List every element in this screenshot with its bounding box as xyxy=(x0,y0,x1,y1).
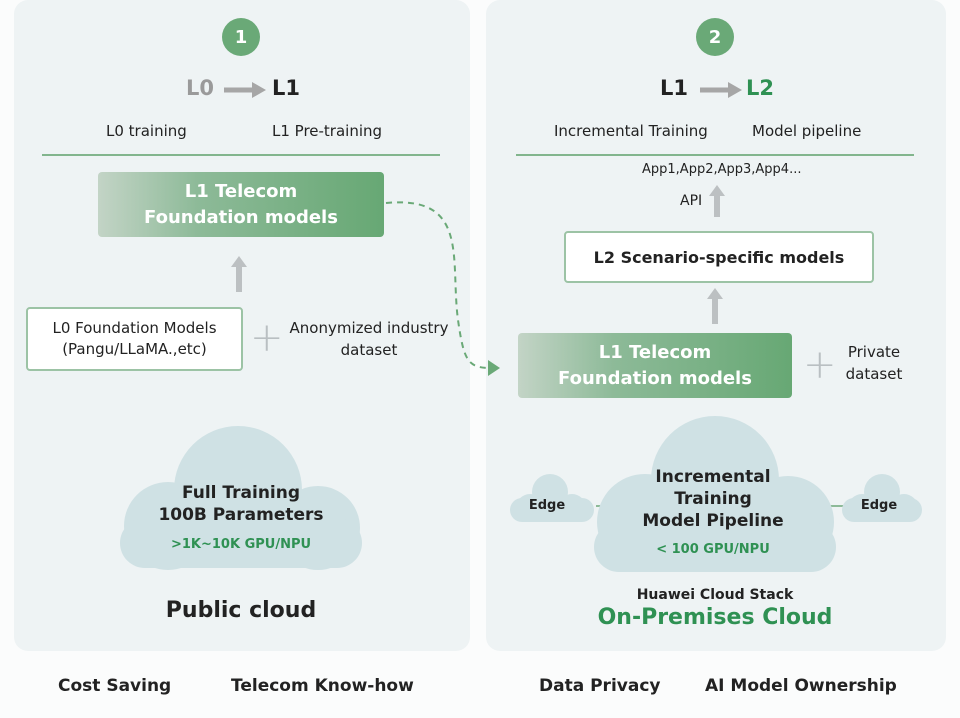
stage-from-label: L0 xyxy=(186,76,214,100)
divider xyxy=(516,154,914,156)
stage-from-label: L1 xyxy=(660,76,688,100)
on-premises-cloud-icon xyxy=(510,416,922,572)
arrow-up-icon xyxy=(709,185,725,217)
cloud-caption: Full Training 100B Parameters xyxy=(130,482,352,526)
cloud-line: 100B Parameters xyxy=(158,505,324,525)
public-cloud-icon xyxy=(120,426,362,570)
stage-to-label: L1 xyxy=(272,76,300,100)
cloud-line: Incremental xyxy=(655,467,771,487)
cloud-name: Public cloud xyxy=(165,598,317,623)
box-line: L2 Scenario-specific models xyxy=(593,247,845,267)
note-line: Private xyxy=(847,343,901,361)
dataset-note: Private dataset xyxy=(838,341,910,385)
cloud-line: Full Training xyxy=(181,483,301,503)
footer-benefit: Data Privacy xyxy=(539,676,661,696)
cloud-name: On-Premises Cloud xyxy=(597,605,833,630)
edge-right-label: Edge xyxy=(860,498,898,513)
box-line: Foundation models xyxy=(144,206,338,228)
arrow-right-icon xyxy=(224,82,266,98)
stack-label: Huawei Cloud Stack xyxy=(636,587,794,603)
step-1-badge: 1 xyxy=(222,18,260,56)
stage-to-caption: L1 Pre-training xyxy=(272,122,383,140)
l1-telecom-model-box: L1 Telecom Foundation models xyxy=(518,333,792,398)
arrow-up-icon xyxy=(231,256,247,292)
note-line: Anonymized industry xyxy=(289,319,449,337)
arrow-right-icon xyxy=(700,82,742,98)
arrow-up-icon xyxy=(707,288,723,324)
step-2-badge: 2 xyxy=(696,18,734,56)
footer-benefit: Cost Saving xyxy=(58,676,172,696)
stage-from-caption: Incremental Training xyxy=(554,122,708,140)
plus-icon: + xyxy=(803,342,837,388)
plus-icon: + xyxy=(250,315,284,361)
box-line: L1 Telecom xyxy=(184,180,298,202)
box-line: (Pangu/LLaMA.,etc) xyxy=(62,340,207,358)
footer-benefit: Telecom Know-how xyxy=(231,676,414,696)
l0-foundation-box: L0 Foundation Models (Pangu/LLaMA.,etc) xyxy=(26,307,243,371)
stage-from-caption: L0 training xyxy=(106,122,187,140)
cloud-line: Training xyxy=(674,489,752,509)
apps-label: App1,App2,App3,App4... xyxy=(642,162,802,177)
api-label: API xyxy=(680,193,703,209)
box-line: L0 Foundation Models xyxy=(52,319,217,337)
gpu-count: < 100 GPU/NPU xyxy=(656,542,770,557)
box-line: L1 Telecom xyxy=(598,341,712,363)
edge-left-label: Edge xyxy=(528,498,566,513)
gpu-count: >1K~10K GPU/NPU xyxy=(170,537,312,552)
cloud-caption: Incremental Training Model Pipeline xyxy=(600,466,826,532)
l1-telecom-model-box: L1 Telecom Foundation models xyxy=(98,172,384,237)
stage-to-caption: Model pipeline xyxy=(752,122,862,140)
box-line: Foundation models xyxy=(558,367,752,389)
note-line: dataset xyxy=(340,341,398,359)
stage-to-label: L2 xyxy=(746,76,774,100)
cloud-line: Model Pipeline xyxy=(642,511,784,531)
l2-scenario-box: L2 Scenario-specific models xyxy=(564,231,874,283)
dataset-note: Anonymized industry dataset xyxy=(284,317,454,361)
divider xyxy=(42,154,440,156)
footer-benefit: AI Model Ownership xyxy=(705,676,897,696)
note-line: dataset xyxy=(845,365,903,383)
